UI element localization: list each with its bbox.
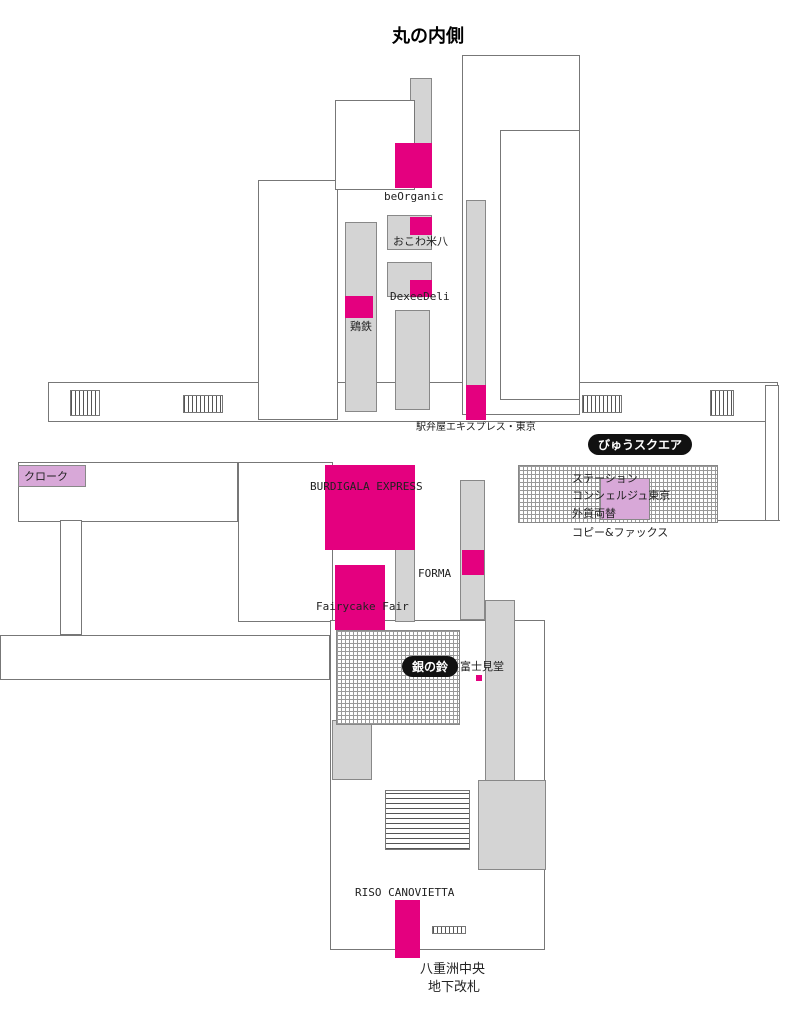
- fairycake-shop: [335, 565, 385, 630]
- column-b: [395, 310, 430, 410]
- west-pillar: [60, 520, 82, 635]
- label-fujimido[interactable]: 富士見堂: [460, 660, 504, 673]
- label-cloak[interactable]: クローク: [24, 470, 68, 483]
- label-kakiyasu[interactable]: 鶏鉄: [350, 320, 372, 333]
- label-okowa[interactable]: おこわ米八: [393, 235, 448, 248]
- label-copy-fax[interactable]: コピー&ファックス: [572, 526, 669, 539]
- dexee-shop: [410, 280, 432, 297]
- label-beorganic[interactable]: beOrganic: [384, 190, 444, 203]
- label-station[interactable]: ステーション: [572, 472, 638, 485]
- label-concierge[interactable]: コンシェルジュ東京: [572, 489, 671, 502]
- beorganic-shop: [395, 143, 432, 188]
- kakiyasu-shop: [345, 296, 373, 318]
- stairs-2: [183, 395, 223, 413]
- map-title: 丸の内側: [392, 26, 464, 47]
- central-block: [238, 462, 333, 622]
- gin-no-suzu-area: [336, 630, 460, 725]
- fujimido-shop: [476, 675, 482, 681]
- gate-line1: 八重洲中央: [420, 962, 486, 977]
- view-square-badge[interactable]: びゅうスクエア: [588, 434, 693, 455]
- gate-line2: 地下改札: [428, 980, 481, 995]
- label-express[interactable]: 駅弁屋エキスプレス・東京: [416, 422, 536, 433]
- forma-shop: [462, 550, 484, 575]
- east-tower: [765, 385, 779, 525]
- express-shop: [466, 385, 486, 420]
- label-forma[interactable]: FORMA: [418, 567, 452, 580]
- label-burdigala[interactable]: BURDIGALA EXPRESS: [310, 480, 423, 493]
- north-west-block: [258, 180, 338, 420]
- okowa-shop: [410, 217, 432, 235]
- west-wing: [0, 635, 330, 680]
- label-dexeedeli[interactable]: DexeeDeli: [390, 290, 450, 303]
- column-c: [466, 200, 486, 390]
- cloak-area: [18, 465, 86, 487]
- label-fairycake[interactable]: Fairycake Fair: [316, 600, 409, 613]
- stairs-1: [70, 390, 100, 416]
- stairs-4: [710, 390, 734, 416]
- south-east-block: [478, 780, 546, 870]
- label-exchange[interactable]: 外貨両替: [572, 507, 616, 520]
- service-counter: [600, 478, 650, 520]
- gin-no-suzu-badge[interactable]: 銀の鈴: [402, 656, 459, 677]
- label-riso[interactable]: RISO CANOVIETTA: [355, 886, 455, 899]
- gate-stairs: [432, 926, 466, 934]
- south-west-block: [332, 720, 372, 780]
- east-inner-building: [500, 130, 580, 400]
- burdigala-shop: [325, 465, 415, 550]
- south-stairs: [385, 790, 470, 850]
- stairs-3: [582, 395, 622, 413]
- riso-shop: [395, 900, 420, 958]
